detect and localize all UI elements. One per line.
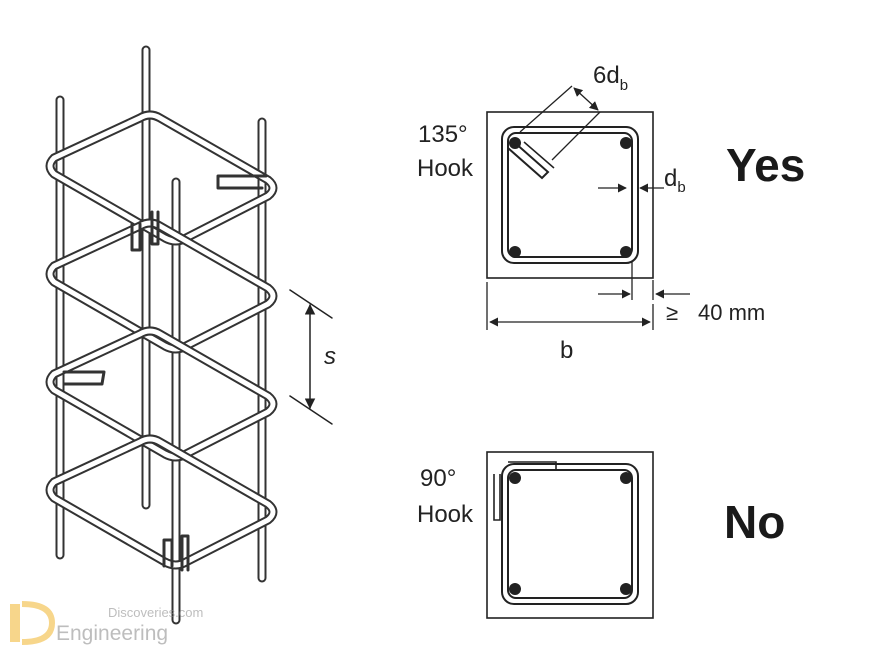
spacing-label: s [324, 343, 336, 370]
cover-dimension [598, 262, 690, 300]
tie-outer [501, 126, 639, 264]
watermark-line2: Engineering [56, 622, 168, 645]
watermark-logo-icon [10, 601, 56, 645]
hook-135-angle: 135° [418, 121, 468, 148]
watermark-line1: Discoveries.com [108, 605, 203, 620]
spacing-dimension [289, 289, 333, 425]
tie-inner [507, 469, 633, 599]
bar [620, 246, 632, 258]
column-rebar-cage [45, 45, 333, 625]
watermark: Discoveries.com Engineering [10, 601, 203, 645]
tie-3 [45, 326, 278, 462]
section-outline [486, 111, 654, 279]
extension-label: 6db [593, 62, 628, 94]
cover-min-symbol: ≥ [666, 300, 678, 325]
hook-90-label: Hook [417, 501, 474, 528]
hook-90-angle: 90° [420, 465, 456, 492]
verdict-yes: Yes [726, 139, 805, 191]
bar [509, 472, 521, 484]
cover-min-value: 40 mm [698, 300, 765, 325]
verdict-no: No [724, 496, 785, 548]
section-135-hook [486, 85, 690, 330]
hook-135-extension [507, 141, 550, 180]
section-outline [486, 451, 654, 619]
width-dimension [486, 282, 654, 330]
width-label: b [560, 337, 573, 364]
bar-diameter-label: db [664, 165, 686, 196]
section-90-hook [486, 451, 654, 619]
bar [509, 583, 521, 595]
bar [620, 472, 632, 484]
extension-dimension [519, 85, 601, 161]
hook-90-extension [493, 474, 501, 521]
bar [509, 137, 521, 149]
tie-inner [507, 132, 633, 258]
stirrup-ties [45, 110, 278, 570]
tie-hooks [62, 174, 268, 572]
bar [620, 583, 632, 595]
tie-outer [501, 463, 639, 605]
bar [509, 246, 521, 258]
hook-135-label: Hook [417, 155, 474, 182]
tie-1 [45, 110, 278, 246]
bar [620, 137, 632, 149]
tie-4 [45, 434, 278, 570]
